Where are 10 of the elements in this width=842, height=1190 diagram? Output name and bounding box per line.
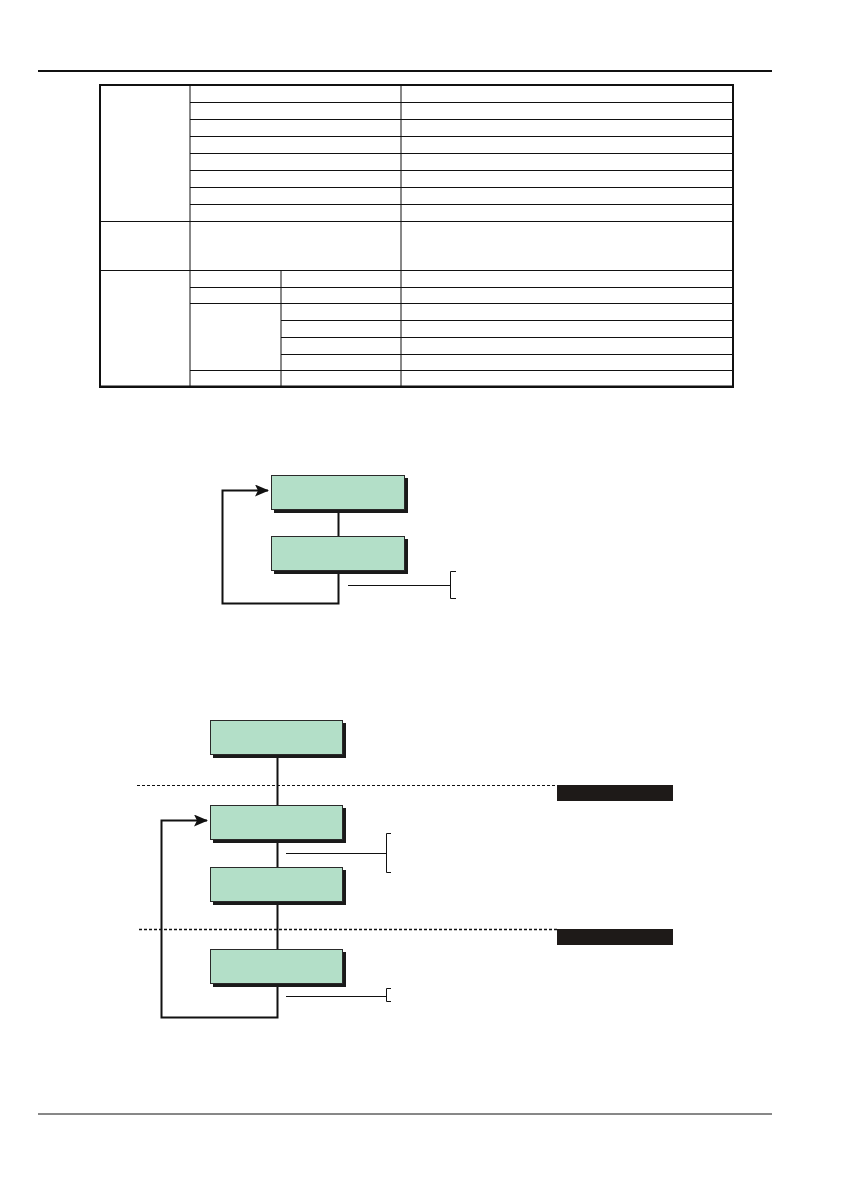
process-box: [210, 867, 343, 902]
label-bar: [557, 785, 673, 801]
process-box: [210, 949, 343, 984]
arrow: [221, 484, 340, 605]
label-bar: [557, 929, 673, 945]
process-box: [271, 536, 405, 571]
process-box: [210, 720, 343, 755]
arrow: [160, 814, 279, 1019]
process-box: [271, 475, 405, 510]
process-box: [210, 805, 343, 840]
